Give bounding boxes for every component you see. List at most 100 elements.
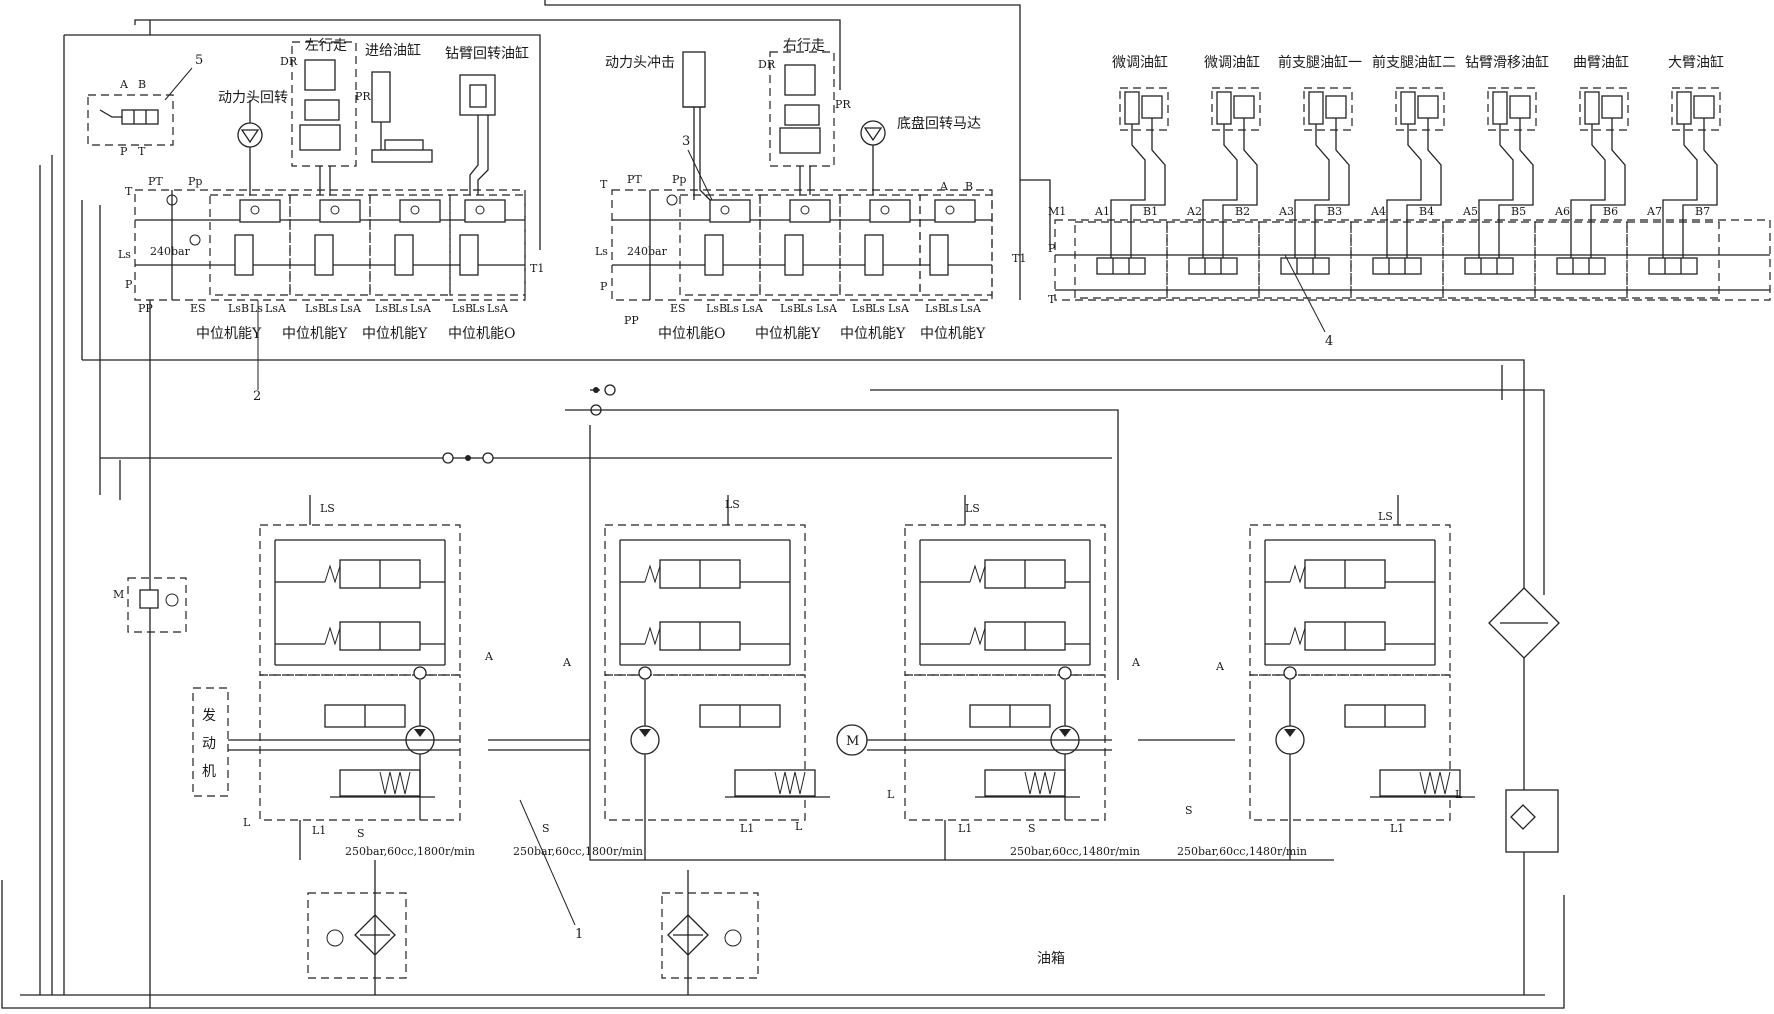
left-travel-motor-block: [291, 41, 357, 195]
return-filter: [1505, 789, 1559, 995]
svg-text:240bar: 240bar: [150, 245, 191, 258]
label-drill-arm-slide: 钻臂滑移油缸: [1465, 54, 1549, 71]
label-right-travel: 右行走: [783, 38, 825, 54]
port-label-A7: A7: [1646, 205, 1662, 218]
port-label-A4: A4: [1370, 205, 1386, 218]
callout-3: 3: [682, 134, 690, 149]
valve-section-b1: [679, 194, 761, 296]
label-feed-cylinder: 进给油缸: [365, 42, 421, 59]
svg-text:LsB: LsB: [925, 302, 946, 315]
multiway-valve-middle: [611, 189, 993, 301]
svg-text:T: T: [600, 178, 608, 191]
svg-text:Ls: Ls: [595, 245, 608, 258]
svg-text:LsA: LsA: [742, 302, 764, 315]
svg-text:Ls: Ls: [726, 302, 739, 315]
motor-label: M: [846, 734, 859, 749]
actuator-cylinder-6: [1570, 87, 1629, 222]
svg-text:B: B: [138, 78, 146, 91]
label-neutral-b2: 中位机能Y: [755, 326, 821, 342]
svg-text:DR: DR: [758, 58, 776, 71]
cooler: [1488, 587, 1560, 790]
svg-text:LsB: LsB: [452, 302, 473, 315]
tank-label: 油箱: [1037, 951, 1065, 967]
port-label-B7: B7: [1695, 205, 1710, 218]
actuator-cylinder-1: [1110, 87, 1169, 222]
svg-text:PT: PT: [148, 175, 163, 188]
port-label-A2: A2: [1186, 205, 1202, 218]
port-label-B6: B6: [1603, 205, 1618, 218]
svg-text:L: L: [795, 820, 803, 833]
port-label-A3: A3: [1278, 205, 1294, 218]
svg-text:ES: ES: [670, 302, 686, 315]
right-valve-section-1: [1074, 221, 1168, 299]
pump-spec-3: 250bar,60cc,1480r/min: [1010, 845, 1140, 858]
valve-section-b4: [919, 194, 993, 296]
svg-text:PR: PR: [835, 98, 851, 111]
label-front-leg-1: 前支腿油缸一: [1278, 54, 1362, 71]
svg-text:PP: PP: [138, 302, 153, 315]
port-label-A1: A1: [1094, 205, 1110, 218]
right-travel-motor-block: [769, 51, 835, 195]
pump-spec-4: 250bar,60cc,1480r/min: [1177, 845, 1307, 858]
pump-connection-lines: [309, 365, 1545, 861]
label-chassis-slew: 底盘回转马达: [897, 115, 981, 132]
right-valve-section-5: [1442, 221, 1536, 299]
right-valve-section-3: [1258, 221, 1352, 299]
callout-1: 1: [575, 927, 583, 942]
svg-text:LS: LS: [965, 502, 980, 515]
svg-text:T: T: [138, 145, 146, 158]
neutral-function-labels: 中位机能Y 中位机能Y 中位机能Y 中位机能O 中位机能O 中位机能Y 中位机能…: [196, 326, 986, 342]
svg-text:L: L: [887, 788, 895, 801]
suction-filter-left: [307, 860, 407, 995]
label-power-head-impact: 动力头冲击: [605, 55, 675, 71]
label-neutral-b3: 中位机能Y: [840, 326, 906, 342]
multiway-valve-right: [1054, 219, 1771, 301]
right-valve-section-2: [1166, 221, 1260, 299]
svg-text:LS: LS: [1378, 510, 1393, 523]
pump-labels: LS LS LS LS A A A A S S S S L L1 L1 L L …: [243, 498, 1463, 858]
actuator-cylinder-4: [1386, 87, 1445, 222]
svg-text:P: P: [600, 280, 608, 293]
svg-text:Ls: Ls: [872, 302, 885, 315]
right-valve-section-7: [1626, 221, 1720, 299]
svg-text:L1: L1: [1390, 822, 1404, 835]
label-crank-arm: 曲臂油缸: [1573, 54, 1629, 71]
actuator-cylinder-7: [1662, 87, 1721, 222]
power-head-impact-cylinder: [682, 51, 711, 201]
shuttle-valves: [442, 384, 616, 464]
port-label-B3: B3: [1327, 205, 1342, 218]
drill-arm-rotary-cylinder: [459, 74, 496, 195]
svg-text:Ls: Ls: [325, 302, 338, 315]
svg-text:240bar: 240bar: [627, 245, 668, 258]
pump-unit-2: [604, 524, 830, 860]
svg-text:LsA: LsA: [816, 302, 838, 315]
svg-text:L1: L1: [740, 822, 754, 835]
electric-motor: [836, 724, 1235, 756]
port-label-B2: B2: [1235, 205, 1250, 218]
label-neutral-a4: 中位机能O: [448, 326, 515, 342]
svg-text:PT: PT: [627, 173, 642, 186]
svg-text:Ls: Ls: [395, 302, 408, 315]
svg-text:LsB: LsB: [228, 302, 249, 315]
pump-unit-3: [904, 524, 1106, 860]
svg-text:L: L: [1455, 788, 1463, 801]
label-neutral-a1: 中位机能Y: [196, 326, 262, 342]
svg-text:A: A: [119, 78, 129, 91]
svg-text:LsB: LsB: [706, 302, 727, 315]
svg-text:Pp: Pp: [188, 175, 202, 188]
pump-spec-2: 250bar,60cc,1800r/min: [513, 845, 643, 858]
multiway-valve-left: [134, 189, 526, 301]
label-drill-arm-rotary: 钻臂回转油缸: [445, 45, 529, 62]
svg-text:LsA: LsA: [487, 302, 509, 315]
label-neutral-b4: 中位机能Y: [920, 326, 986, 342]
label-fine-cyl-2: 微调油缸: [1204, 54, 1260, 71]
engine-label-2: 动: [202, 736, 216, 752]
svg-text:Ls: Ls: [800, 302, 813, 315]
callout-4: 4: [1325, 334, 1333, 349]
pump-unit-1: [259, 524, 461, 860]
svg-text:S: S: [1028, 822, 1036, 835]
svg-text:A: A: [484, 650, 494, 663]
label-fine-cyl-1: 微调油缸: [1112, 54, 1168, 71]
engine-label-1: 发: [202, 708, 216, 724]
